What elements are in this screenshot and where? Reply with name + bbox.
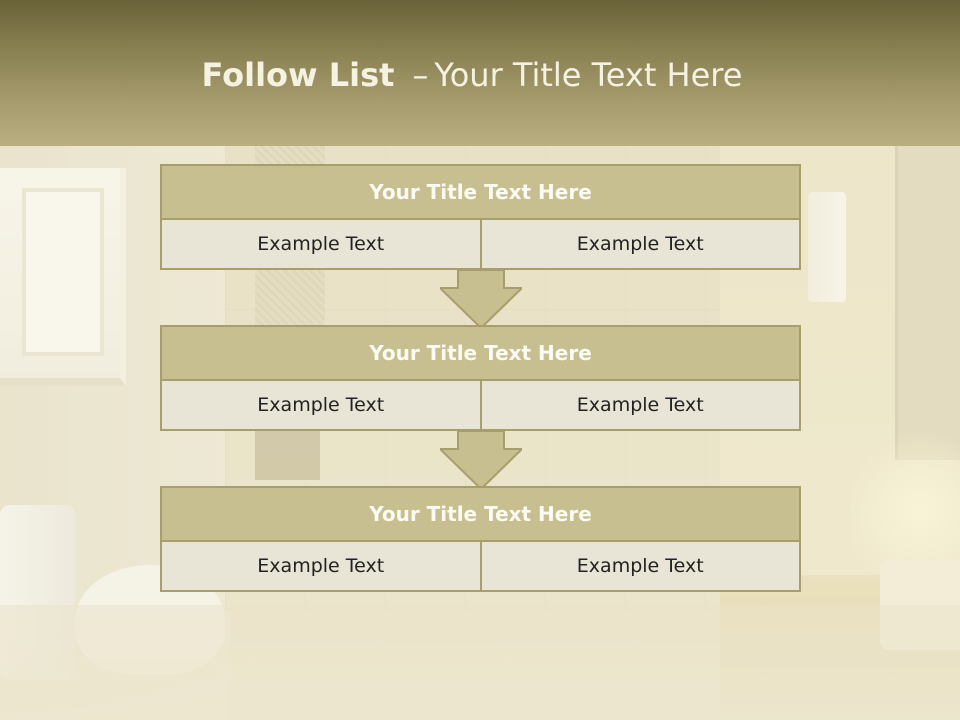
block-cell-right: Example Text <box>481 220 801 270</box>
slide-title: Follow List–Your Title Text Here <box>0 56 944 94</box>
block-cell-right: Example Text <box>481 381 801 431</box>
title-bold-part: Follow List <box>201 56 395 94</box>
block-heading: Your Title Text Here <box>160 164 801 220</box>
list-block-3: Your Title Text Here Example Text Exampl… <box>160 486 801 592</box>
list-block-2: Your Title Text Here Example Text Exampl… <box>160 325 801 431</box>
title-dash: – <box>412 56 429 94</box>
block-cell-left: Example Text <box>160 381 482 431</box>
down-arrow-icon <box>440 270 522 330</box>
list-block-1: Your Title Text Here Example Text Exampl… <box>160 164 801 270</box>
block-heading: Your Title Text Here <box>160 325 801 381</box>
block-cell-left: Example Text <box>160 220 482 270</box>
down-arrow-icon <box>440 431 522 491</box>
block-cell-right: Example Text <box>481 542 801 592</box>
block-cell-left: Example Text <box>160 542 482 592</box>
title-bar: Follow List–Your Title Text Here <box>0 0 960 146</box>
title-rest: Your Title Text Here <box>434 56 743 94</box>
block-heading: Your Title Text Here <box>160 486 801 542</box>
